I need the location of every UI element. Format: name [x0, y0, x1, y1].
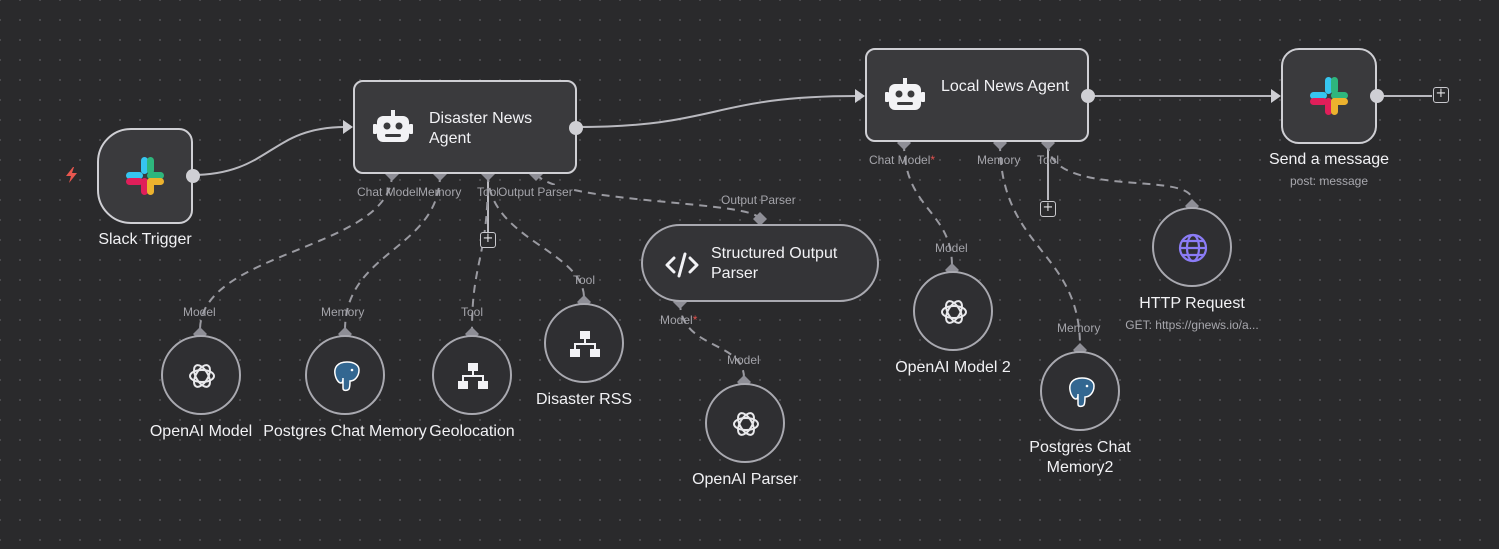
- output-handle[interactable]: [1370, 89, 1384, 103]
- openai-model-node[interactable]: [161, 335, 241, 415]
- robot-icon: [885, 78, 925, 110]
- postgres-chat-memory-node[interactable]: [305, 335, 385, 415]
- slack-trigger-label: Slack Trigger: [98, 231, 192, 248]
- wire-chatmodel-openai: [199, 173, 393, 331]
- slack-icon: [1310, 77, 1348, 115]
- openai-icon: [733, 412, 759, 436]
- structured-output-parser-node[interactable]: Structured Output Parser: [641, 224, 879, 302]
- openai-model-2-node[interactable]: [913, 271, 993, 351]
- robot-icon: [373, 110, 413, 142]
- slack-icon: [126, 157, 164, 195]
- geolocation-node[interactable]: [432, 335, 512, 415]
- port-label-memory: Memory: [977, 153, 1021, 167]
- postgres-chat-memory2-label: Postgres Chat Memory2: [1029, 439, 1131, 476]
- port-label-memory: Memory: [418, 185, 462, 199]
- port-label: Tool: [461, 305, 484, 319]
- disaster-rss-node[interactable]: [544, 303, 624, 383]
- port-label: Model: [727, 353, 760, 367]
- wire-trigger-to-disaster-agent: [191, 126, 346, 176]
- port-label-model: Model*: [660, 313, 698, 327]
- port-label: Tool: [573, 273, 596, 287]
- wire-local-chatmodel-openai2: [903, 142, 953, 267]
- agent-title: Local News Agent: [941, 78, 1070, 95]
- openai-icon: [941, 300, 967, 324]
- wire-tool-geolocation: [471, 173, 489, 331]
- wire-parser-model-openai: [679, 301, 745, 379]
- send-message-subtitle: post: message: [1289, 174, 1369, 188]
- openai-parser-label: OpenAI Parser: [692, 471, 798, 488]
- port-label-tool: Tool: [1037, 153, 1060, 167]
- port-label-chat-model: Chat Model*: [869, 153, 936, 167]
- wire-local-memory-postgres2: [999, 142, 1081, 347]
- postgres-icon: [334, 361, 360, 392]
- port-label: Model: [183, 305, 216, 319]
- port-label: Model: [935, 241, 968, 255]
- port-label-tool: Tool: [477, 185, 500, 199]
- trigger-bolt-icon: [66, 167, 77, 183]
- add-next-node-button[interactable]: +: [1433, 87, 1449, 103]
- port-label: Memory: [321, 305, 365, 319]
- http-request-subtitle: GET: https://gnews.io/a...: [1125, 318, 1259, 332]
- disaster-news-agent-node[interactable]: Disaster News Agent: [353, 80, 583, 174]
- port-label-output-parser: Output Parser: [498, 185, 573, 199]
- postgres-chat-memory2-node[interactable]: [1040, 351, 1120, 431]
- output-handle[interactable]: [186, 169, 200, 183]
- network-icon: [570, 331, 600, 357]
- postgres-chat-memory-label: Postgres Chat Memory: [263, 423, 427, 440]
- agent-title: Disaster News Agent: [429, 110, 533, 147]
- wire-local-tool-http: [1047, 142, 1193, 201]
- wire-tool-rss: [487, 173, 585, 299]
- port-label-chat-model: Chat Model: [357, 185, 419, 199]
- port-label: Memory: [1057, 321, 1101, 335]
- add-tool-button[interactable]: +: [1040, 201, 1056, 217]
- slack-trigger-node[interactable]: [97, 128, 200, 224]
- wire-outputparser-structured: [535, 173, 761, 221]
- http-request-node[interactable]: [1152, 207, 1232, 287]
- send-message-label: Send a message: [1268, 151, 1390, 168]
- send-message-node[interactable]: [1281, 48, 1384, 144]
- disaster-rss-label: Disaster RSS: [535, 391, 633, 408]
- globe-icon: [1178, 233, 1208, 263]
- http-request-label: HTTP Request: [1139, 295, 1245, 312]
- code-icon: [665, 252, 699, 278]
- local-news-agent-node[interactable]: Local News Agent: [865, 48, 1095, 142]
- openai-model-label: OpenAI Model: [149, 423, 253, 440]
- openai-parser-node[interactable]: [705, 383, 785, 463]
- openai-icon: [189, 364, 215, 388]
- openai-model-2-label: OpenAI Model 2: [895, 359, 1011, 376]
- wire-disaster-to-local-agent: [575, 95, 858, 128]
- parser-title: Structured Output Parser: [711, 245, 838, 282]
- output-handle[interactable]: [1081, 89, 1095, 103]
- network-icon: [458, 363, 488, 389]
- add-tool-button[interactable]: +: [480, 232, 496, 248]
- geolocation-label: Geolocation: [429, 423, 515, 440]
- port-label-output-parser-in: Output Parser: [721, 193, 796, 207]
- output-handle[interactable]: [569, 121, 583, 135]
- postgres-icon: [1069, 377, 1095, 408]
